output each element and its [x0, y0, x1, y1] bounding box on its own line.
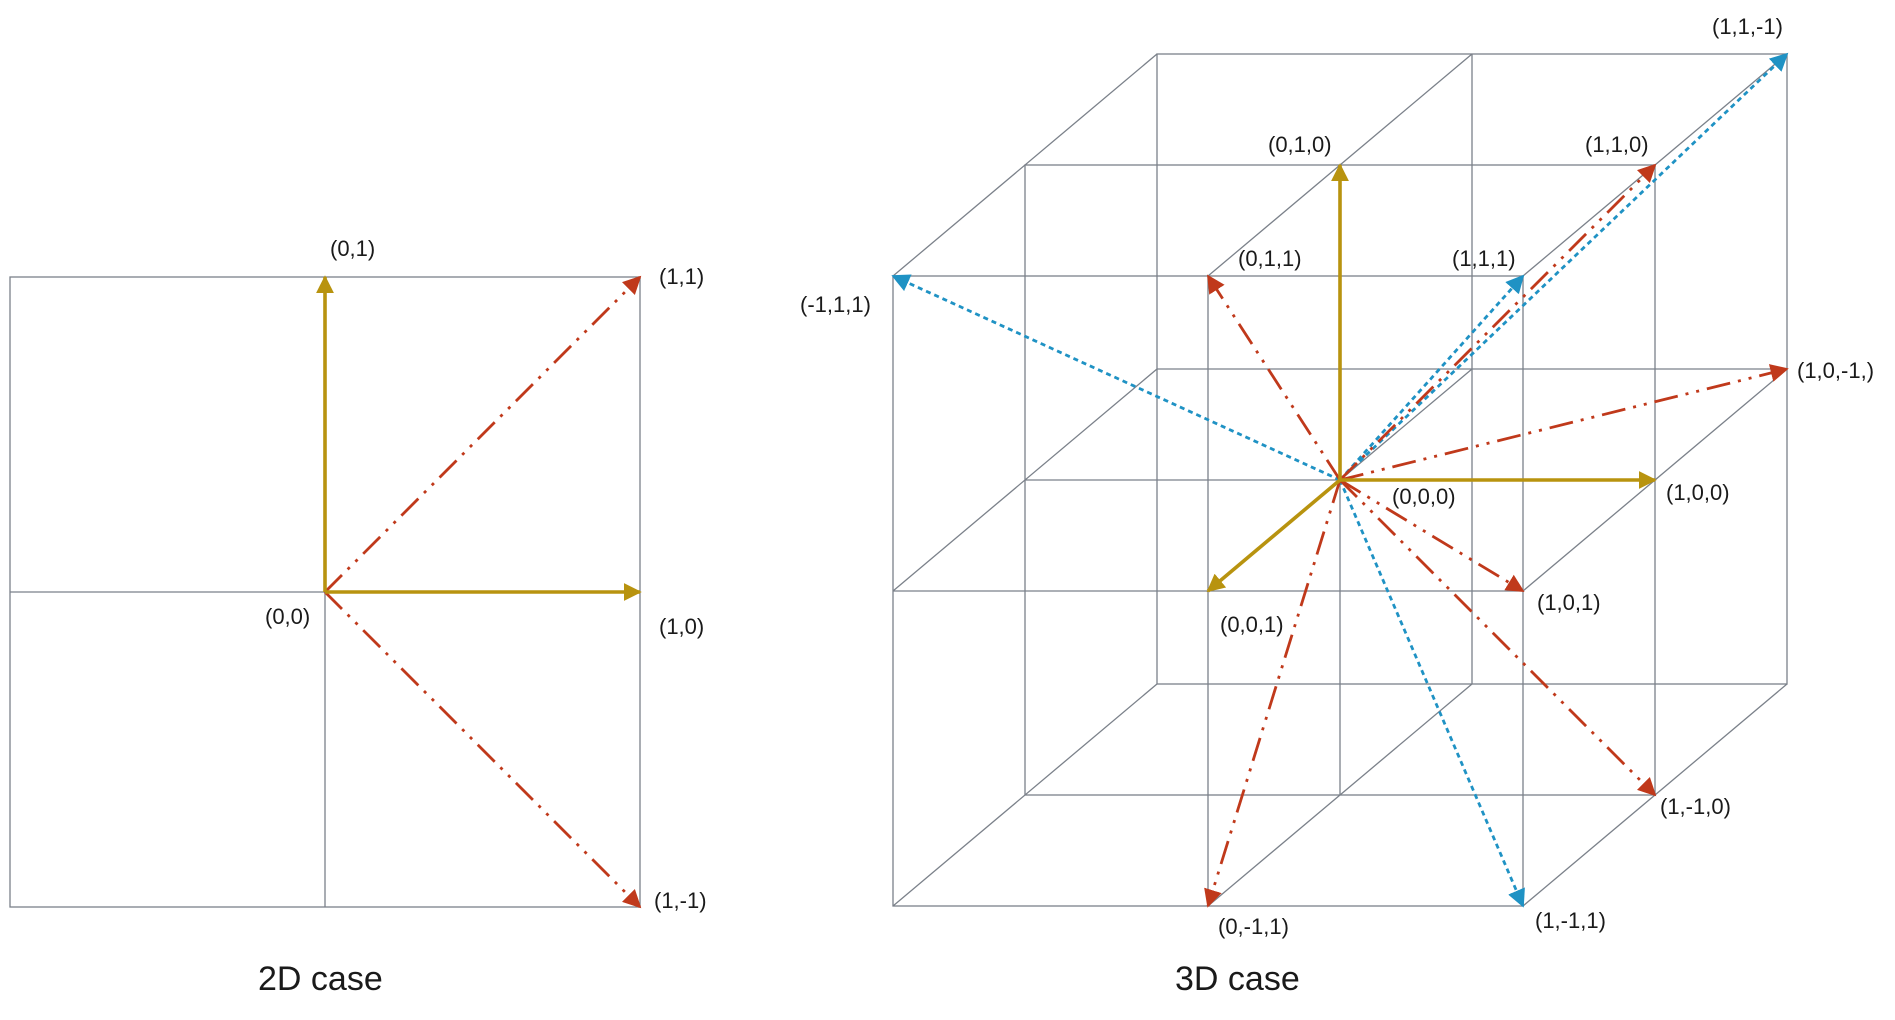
label-3d-1-1-m1: (1,1,-1): [1712, 14, 1783, 39]
grid-3d-depth: [892, 368, 1158, 592]
label-3d-1-0-0: (1,0,0): [1666, 480, 1730, 505]
panel-3d: (1,1,-1) (0,1,0) (1,1,0) (0,1,1) (1,1,1)…: [800, 14, 1874, 998]
label-3d-1-0-m1: (1,0,-1,): [1797, 358, 1874, 383]
label-3d-1-m1-1: (1,-1,1): [1535, 908, 1606, 933]
label-3d-0-0-1: (0,0,1): [1220, 612, 1284, 637]
label-3d-1-1-0: (1,1,0): [1585, 132, 1649, 157]
caption-3d: 3D case: [1175, 960, 1300, 998]
vector-3d-1-0-m1: [1339, 364, 1789, 482]
vector-3d-1-m1-1: [1338, 479, 1525, 908]
caption-2d: 2D case: [258, 960, 383, 998]
label-2d-1-m1: (1,-1): [654, 888, 707, 913]
vector-3d-1-1-0: [1339, 163, 1657, 481]
vector-2d-1-1: [324, 275, 642, 593]
label-3d-1-m1-0: (1,-1,0): [1660, 794, 1731, 819]
label-2d-origin: (0,0): [265, 604, 310, 629]
label-3d-1-1-1: (1,1,1): [1452, 246, 1516, 271]
label-2d-1-0: (1,0): [659, 614, 704, 639]
vector-3d-1-m1-0: [1339, 479, 1657, 797]
vector-3d-0-0-1: [1206, 478, 1342, 593]
label-3d-0-1-1: (0,1,1): [1238, 246, 1302, 271]
vector-3d-1-1-m1: [1339, 52, 1789, 482]
label-3d-0-1-0: (0,1,0): [1268, 132, 1332, 157]
label-3d-origin: (0,0,0): [1392, 484, 1456, 509]
label-2d-0-1: (0,1): [330, 236, 375, 261]
vector-3d-1-1-1: [1338, 274, 1525, 481]
grid-3d-depth: [892, 683, 1158, 907]
grid-3d-depth: [892, 53, 1158, 277]
label-3d-m1-1-1: (-1,1,1): [800, 292, 871, 317]
label-3d-0-m1-1: (0,-1,1): [1218, 914, 1289, 939]
vector-3d-0-1-1: [1206, 274, 1342, 481]
vector-3d-0-m1-1: [1204, 479, 1342, 908]
label-2d-1-1: (1,1): [659, 264, 704, 289]
vector-2d-1-m1: [324, 591, 642, 909]
vector-3d-m1-1-1: [891, 274, 1341, 482]
label-3d-1-0-1: (1,0,1): [1537, 590, 1601, 615]
grid-3d-depth: [1207, 683, 1473, 907]
panel-2d: (0,1) (1,1) (0,0) (1,0) (1,-1) 2D case: [9, 236, 707, 998]
vector-3d-1-0-1: [1339, 478, 1525, 593]
